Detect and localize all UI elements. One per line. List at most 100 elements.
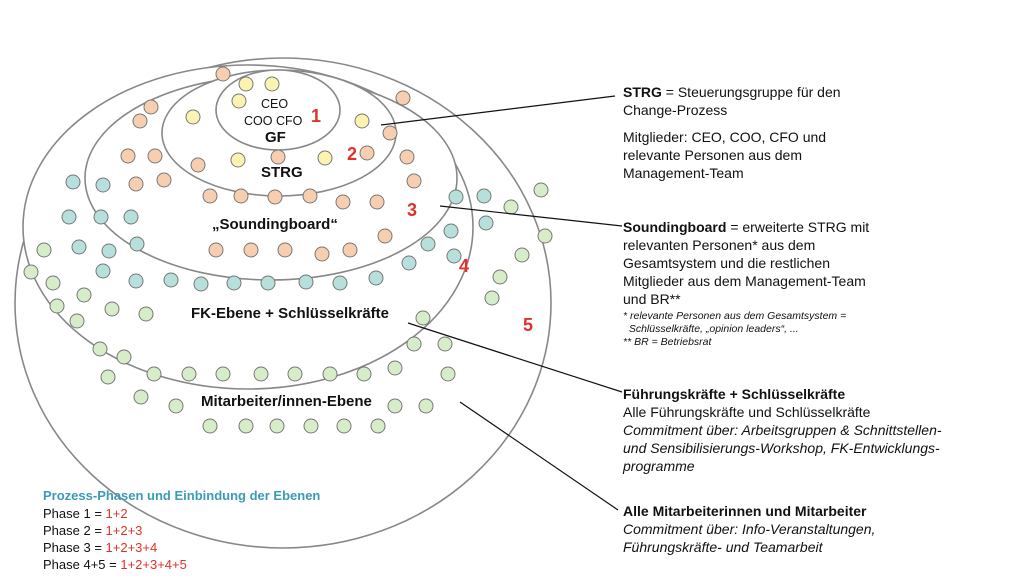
member-dot (138, 306, 154, 322)
member-dot (399, 149, 415, 165)
member-dot (156, 172, 172, 188)
member-dot (193, 276, 209, 292)
member-dot (260, 275, 276, 291)
fk-commitment-line1: Commitment über: Arbeitsgruppen & Schnit… (623, 422, 942, 438)
member-dot (370, 418, 386, 434)
soundingboard-description: Soundingboard = erweiterte STRG mit rele… (623, 218, 869, 349)
phase-label: Phase 4+5 = (43, 557, 121, 572)
soundingboard-label: „Soundingboard“ (212, 216, 338, 233)
soundingboard-number: 3 (407, 200, 417, 220)
soundingboard-note3: ** BR = Betriebsrat (623, 336, 712, 348)
phase-label: Phase 2 = (43, 523, 106, 538)
member-dot (332, 275, 348, 291)
connector-soundingboard (439, 205, 623, 227)
gf-label: GF (265, 129, 286, 146)
member-dot (65, 174, 81, 190)
member-dot (387, 360, 403, 376)
member-dot (185, 109, 201, 125)
fk-title: Führungskräfte + Schlüsselkräfte (623, 385, 942, 403)
member-dot (322, 366, 338, 382)
member-dot (484, 290, 500, 306)
ma-description: Alle Mitarbeiterinnen und Mitarbeiter Co… (623, 502, 875, 556)
ma-title-text: Alle Mitarbeiterinnen und Mitarbeiter (623, 503, 867, 519)
member-dot (359, 145, 375, 161)
connector-strg (380, 95, 616, 126)
soundingboard-term: Soundingboard (623, 219, 727, 235)
gf-number: 1 (311, 106, 321, 126)
member-dot (123, 209, 139, 225)
member-dot (120, 148, 136, 164)
member-dot (406, 173, 422, 189)
member-dot (503, 199, 519, 215)
member-dot (202, 188, 218, 204)
soundingboard-line4: Mitglieder aus dem Management-Team (623, 273, 866, 289)
member-dot (95, 177, 111, 193)
strg-definition-rest: = Steuerungsgruppe für den (661, 84, 841, 100)
member-dot (61, 209, 77, 225)
gf-ceo-label: CEO (261, 97, 288, 111)
ma-commitment-line1: Commitment über: Info-Veranstaltungen, (623, 521, 876, 537)
member-dot (69, 313, 85, 329)
member-dot (45, 275, 61, 291)
ma-number: 5 (523, 315, 533, 335)
fk-number: 4 (459, 256, 469, 276)
member-dot (100, 369, 116, 385)
ma-commitment-line2: Führungskräfte- und Teamarbeit (623, 539, 823, 555)
strg-number: 2 (347, 144, 357, 164)
member-dot (168, 398, 184, 414)
phases-title: Prozess-Phasen und Einbindung der Ebenen (43, 488, 321, 503)
member-dot (354, 113, 370, 129)
phase-value: 1+2+3+4 (105, 540, 158, 555)
fk-label: FK-Ebene + Schlüsselkräfte (191, 305, 389, 322)
member-dot (23, 264, 39, 280)
member-dot (101, 243, 117, 259)
member-dot (129, 236, 145, 252)
soundingboard-line2: relevanten Personen* aus dem (623, 237, 816, 253)
phase-row-2: Phase 2 = 1+2+3 (43, 522, 320, 539)
phase-row-1: Phase 1 = 1+2 (43, 505, 320, 522)
member-dot (231, 93, 247, 109)
member-dot (147, 148, 163, 164)
soundingboard-note2: Schlüsselkräfte, „opinion leaders“, ... (623, 323, 799, 335)
soundingboard-definition-rest: = erweiterte STRG mit (726, 219, 870, 235)
member-dot (303, 418, 319, 434)
member-dot (71, 239, 87, 255)
strg-members-line2: relevante Personen aus dem (623, 147, 802, 163)
strg-definition-line1: STRG = Steuerungsgruppe für den (623, 83, 841, 101)
member-dot (253, 366, 269, 382)
soundingboard-definition-line1: Soundingboard = erweiterte STRG mit (623, 218, 869, 236)
fk-description: Führungskräfte + Schlüsselkräfte Alle Fü… (623, 385, 942, 475)
member-dot (95, 263, 111, 279)
member-dot (368, 270, 384, 286)
member-dot (36, 242, 52, 258)
strg-members-line1: Mitglieder: CEO, COO, CFO und (623, 129, 827, 145)
member-dot (132, 113, 148, 129)
member-dot (514, 247, 530, 263)
gf-coo-cfo-label: COO CFO (244, 114, 303, 128)
member-dot (208, 242, 224, 258)
member-dot (76, 287, 92, 303)
member-dot (133, 389, 149, 405)
member-dot (190, 157, 206, 173)
member-dot (104, 301, 120, 317)
strg-definition-line2: Change-Prozess (623, 102, 728, 118)
member-dot (230, 152, 246, 168)
member-dot (387, 398, 403, 414)
member-dot (478, 215, 494, 231)
phase-value: 1+2+3+4+5 (120, 557, 187, 572)
member-dot (406, 336, 422, 352)
phase-label: Phase 3 = (43, 540, 106, 555)
phases-legend: Prozess-Phasen und Einbindung der Ebenen… (43, 487, 320, 573)
strg-members-line3: Management-Team (623, 165, 744, 181)
member-dot (492, 269, 508, 285)
member-dot (533, 182, 549, 198)
fk-commitment-line3: programme (623, 458, 695, 474)
member-dot (377, 228, 393, 244)
phase-row-3: Phase 3 = 1+2+3+4 (43, 539, 320, 556)
member-dot (443, 223, 459, 239)
member-dot (238, 418, 254, 434)
strg-label: STRG (261, 164, 303, 181)
member-dot (537, 228, 553, 244)
member-dot (356, 366, 372, 382)
